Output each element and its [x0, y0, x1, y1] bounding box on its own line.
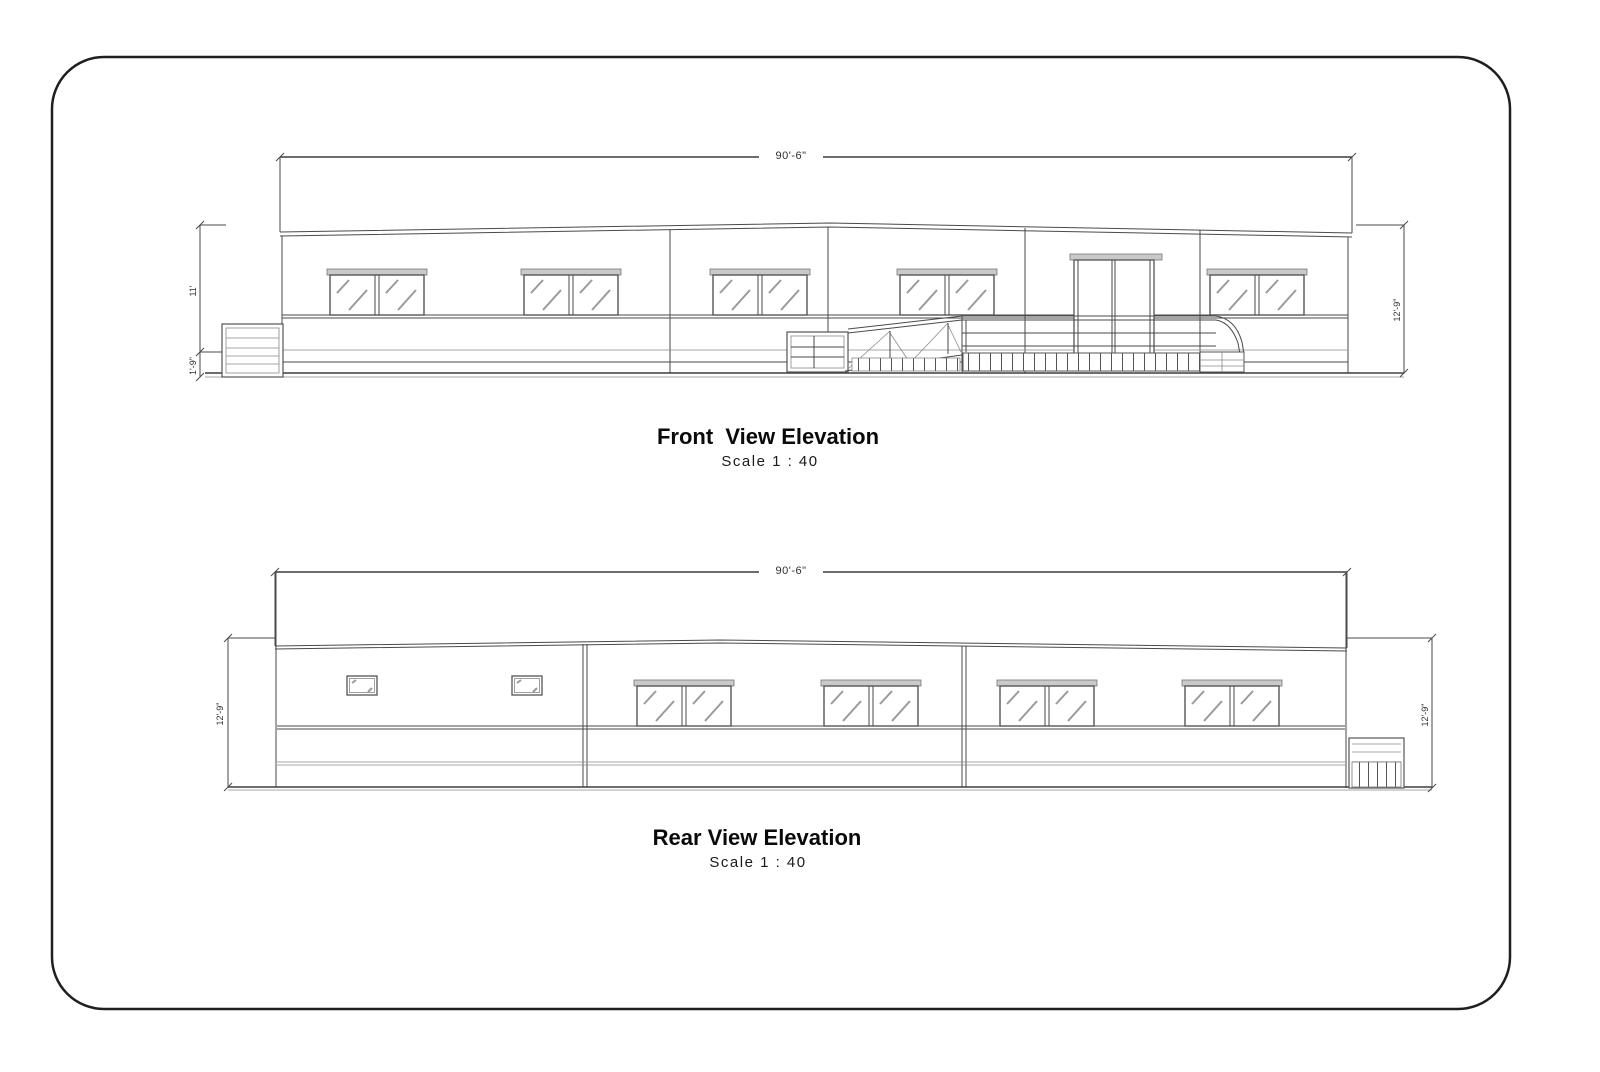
rear-small-window-2 [511, 675, 543, 696]
rear-window-pair-4 [1181, 679, 1283, 727]
front-width-dimension: 90'-6" [275, 148, 1357, 162]
front-left-steps [221, 323, 284, 378]
rear-right-dimension: 12'-9" [1347, 633, 1437, 793]
rear-width-dimension-label: 90'-6" [775, 565, 806, 577]
rear-view-scale: Scale 1 : 40 [709, 854, 806, 871]
rear-left-dimension: 12'-9" [215, 633, 275, 792]
front-window-pair-2 [520, 268, 622, 316]
front-double-door [1069, 253, 1163, 363]
rear-width-dimension: 90'-6" [270, 563, 1352, 577]
rear-roof-outline [274, 571, 1348, 652]
rear-right-steps [1348, 737, 1405, 789]
rear-wall-outline [228, 572, 1432, 791]
front-window-pair-4 [896, 268, 998, 316]
rear-small-window-1 [346, 675, 378, 696]
rear-window-pair-2 [820, 679, 922, 727]
front-window-pair-5 [1206, 268, 1308, 316]
rear-right-dimension-label: 12'-9" [1420, 704, 1430, 727]
front-elevation-drawing: 90'-6" 11' 1'-9" 12'-9" Front View Eleva… [188, 148, 1409, 470]
rear-window-pair-1 [633, 679, 735, 727]
front-left-dimension: 11' 1'-9" [188, 220, 226, 382]
front-right-dimension: 12'-9" [1356, 220, 1409, 378]
rear-left-dimension-label: 12'-9" [215, 703, 225, 726]
front-view-scale: Scale 1 : 40 [721, 453, 818, 470]
front-left-lower-dimension-label: 1'-9" [188, 357, 198, 375]
front-view-title: Front View Elevation [657, 424, 879, 449]
rear-view-title: Rear View Elevation [653, 825, 862, 850]
rear-window-pair-3 [996, 679, 1098, 727]
front-left-upper-dimension-label: 11' [188, 285, 198, 296]
front-roof-outline [279, 156, 1353, 238]
front-window-pair-3 [709, 268, 811, 316]
front-right-dimension-label: 12'-9" [1392, 299, 1402, 322]
front-ramp-and-platform [786, 315, 1245, 373]
rear-elevation-drawing: 90'-6" 12'-9" 12'-9" Rear View Elevation… [215, 563, 1437, 871]
front-window-pair-1 [326, 268, 428, 316]
sheet-border [50, 55, 1512, 1011]
front-width-dimension-label: 90'-6" [775, 150, 806, 162]
